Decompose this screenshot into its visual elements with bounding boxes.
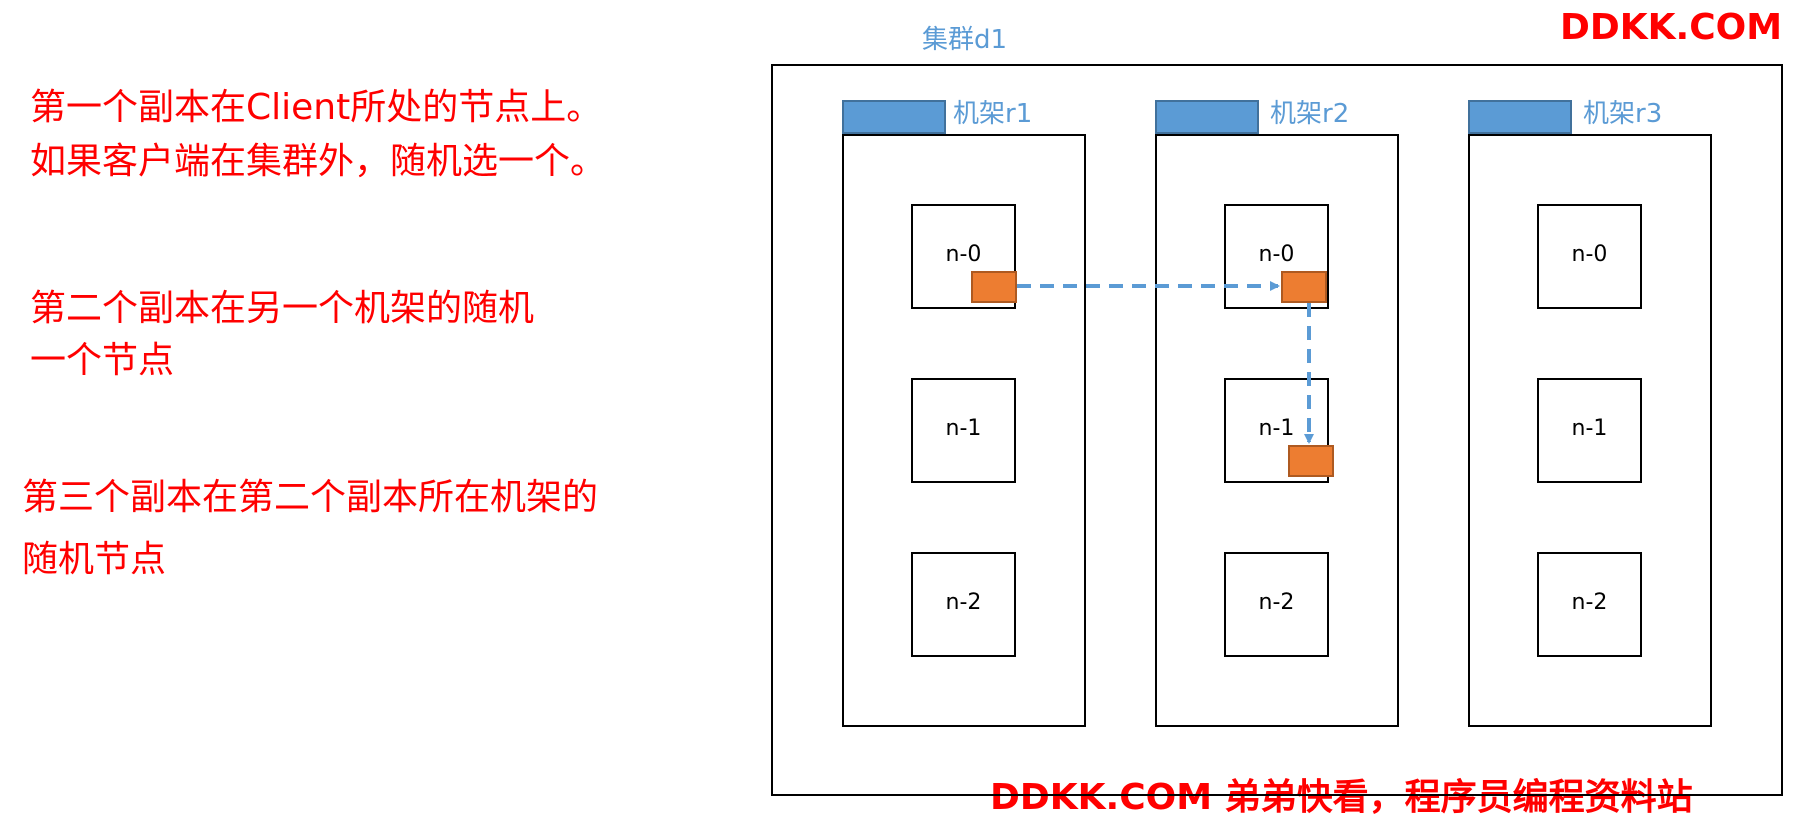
node-label: n-2 [945,590,982,615]
node-r1-n2: n-2 [911,552,1016,657]
replica-3-description: 第三个副本在第二个副本所在机架的 随机节点 [22,478,598,580]
node-label: n-1 [1571,416,1608,441]
rack-r1-tab [842,100,946,134]
node-r3-n1: n-1 [1537,378,1642,483]
node-r3-n2: n-2 [1537,552,1642,657]
node-label: n-2 [1258,590,1295,615]
node-label: n-2 [1571,590,1608,615]
rack-r1-label: 机架r1 [953,99,1033,129]
description-line: 随机节点 [22,539,167,580]
description-line: 第一个副本在Client所处的节点上。 [30,87,603,128]
node-label: n-1 [945,416,982,441]
watermark-bottom: DDKK.COM 弟弟快看，程序员编程资料站 [990,777,1693,818]
node-r1-n1: n-1 [911,378,1016,483]
node-label: n-0 [1258,242,1295,267]
description-line: 如果客户端在集群外，随机选一个。 [30,141,607,182]
node-label: n-1 [1258,416,1295,441]
node-r3-n0: n-0 [1537,204,1642,309]
replica-1-block [971,271,1017,303]
cluster-label: 集群d1 [922,25,1008,55]
rack-r2-tab [1155,100,1259,134]
node-label: n-0 [1571,242,1608,267]
replica-3-block [1288,445,1334,477]
watermark-top: DDKK.COM [1560,7,1783,48]
node-r2-n2: n-2 [1224,552,1329,657]
description-line: 第二个副本在另一个机架的随机 [30,288,535,329]
description-line: 一个节点 [30,340,175,381]
rack-r3-tab [1468,100,1572,134]
cluster-d1 [771,64,1783,796]
description-line: 第三个副本在第二个副本所在机架的 [22,477,599,518]
rack-r2-label: 机架r2 [1270,99,1350,129]
replica-2-description: 第二个副本在另一个机架的随机 一个节点 [30,289,534,381]
rack-r3-label: 机架r3 [1583,99,1663,129]
replica-1-description: 第一个副本在Client所处的节点上。 如果客户端在集群外，随机选一个。 [30,88,606,182]
node-label: n-0 [945,242,982,267]
replica-2-block [1281,271,1327,303]
